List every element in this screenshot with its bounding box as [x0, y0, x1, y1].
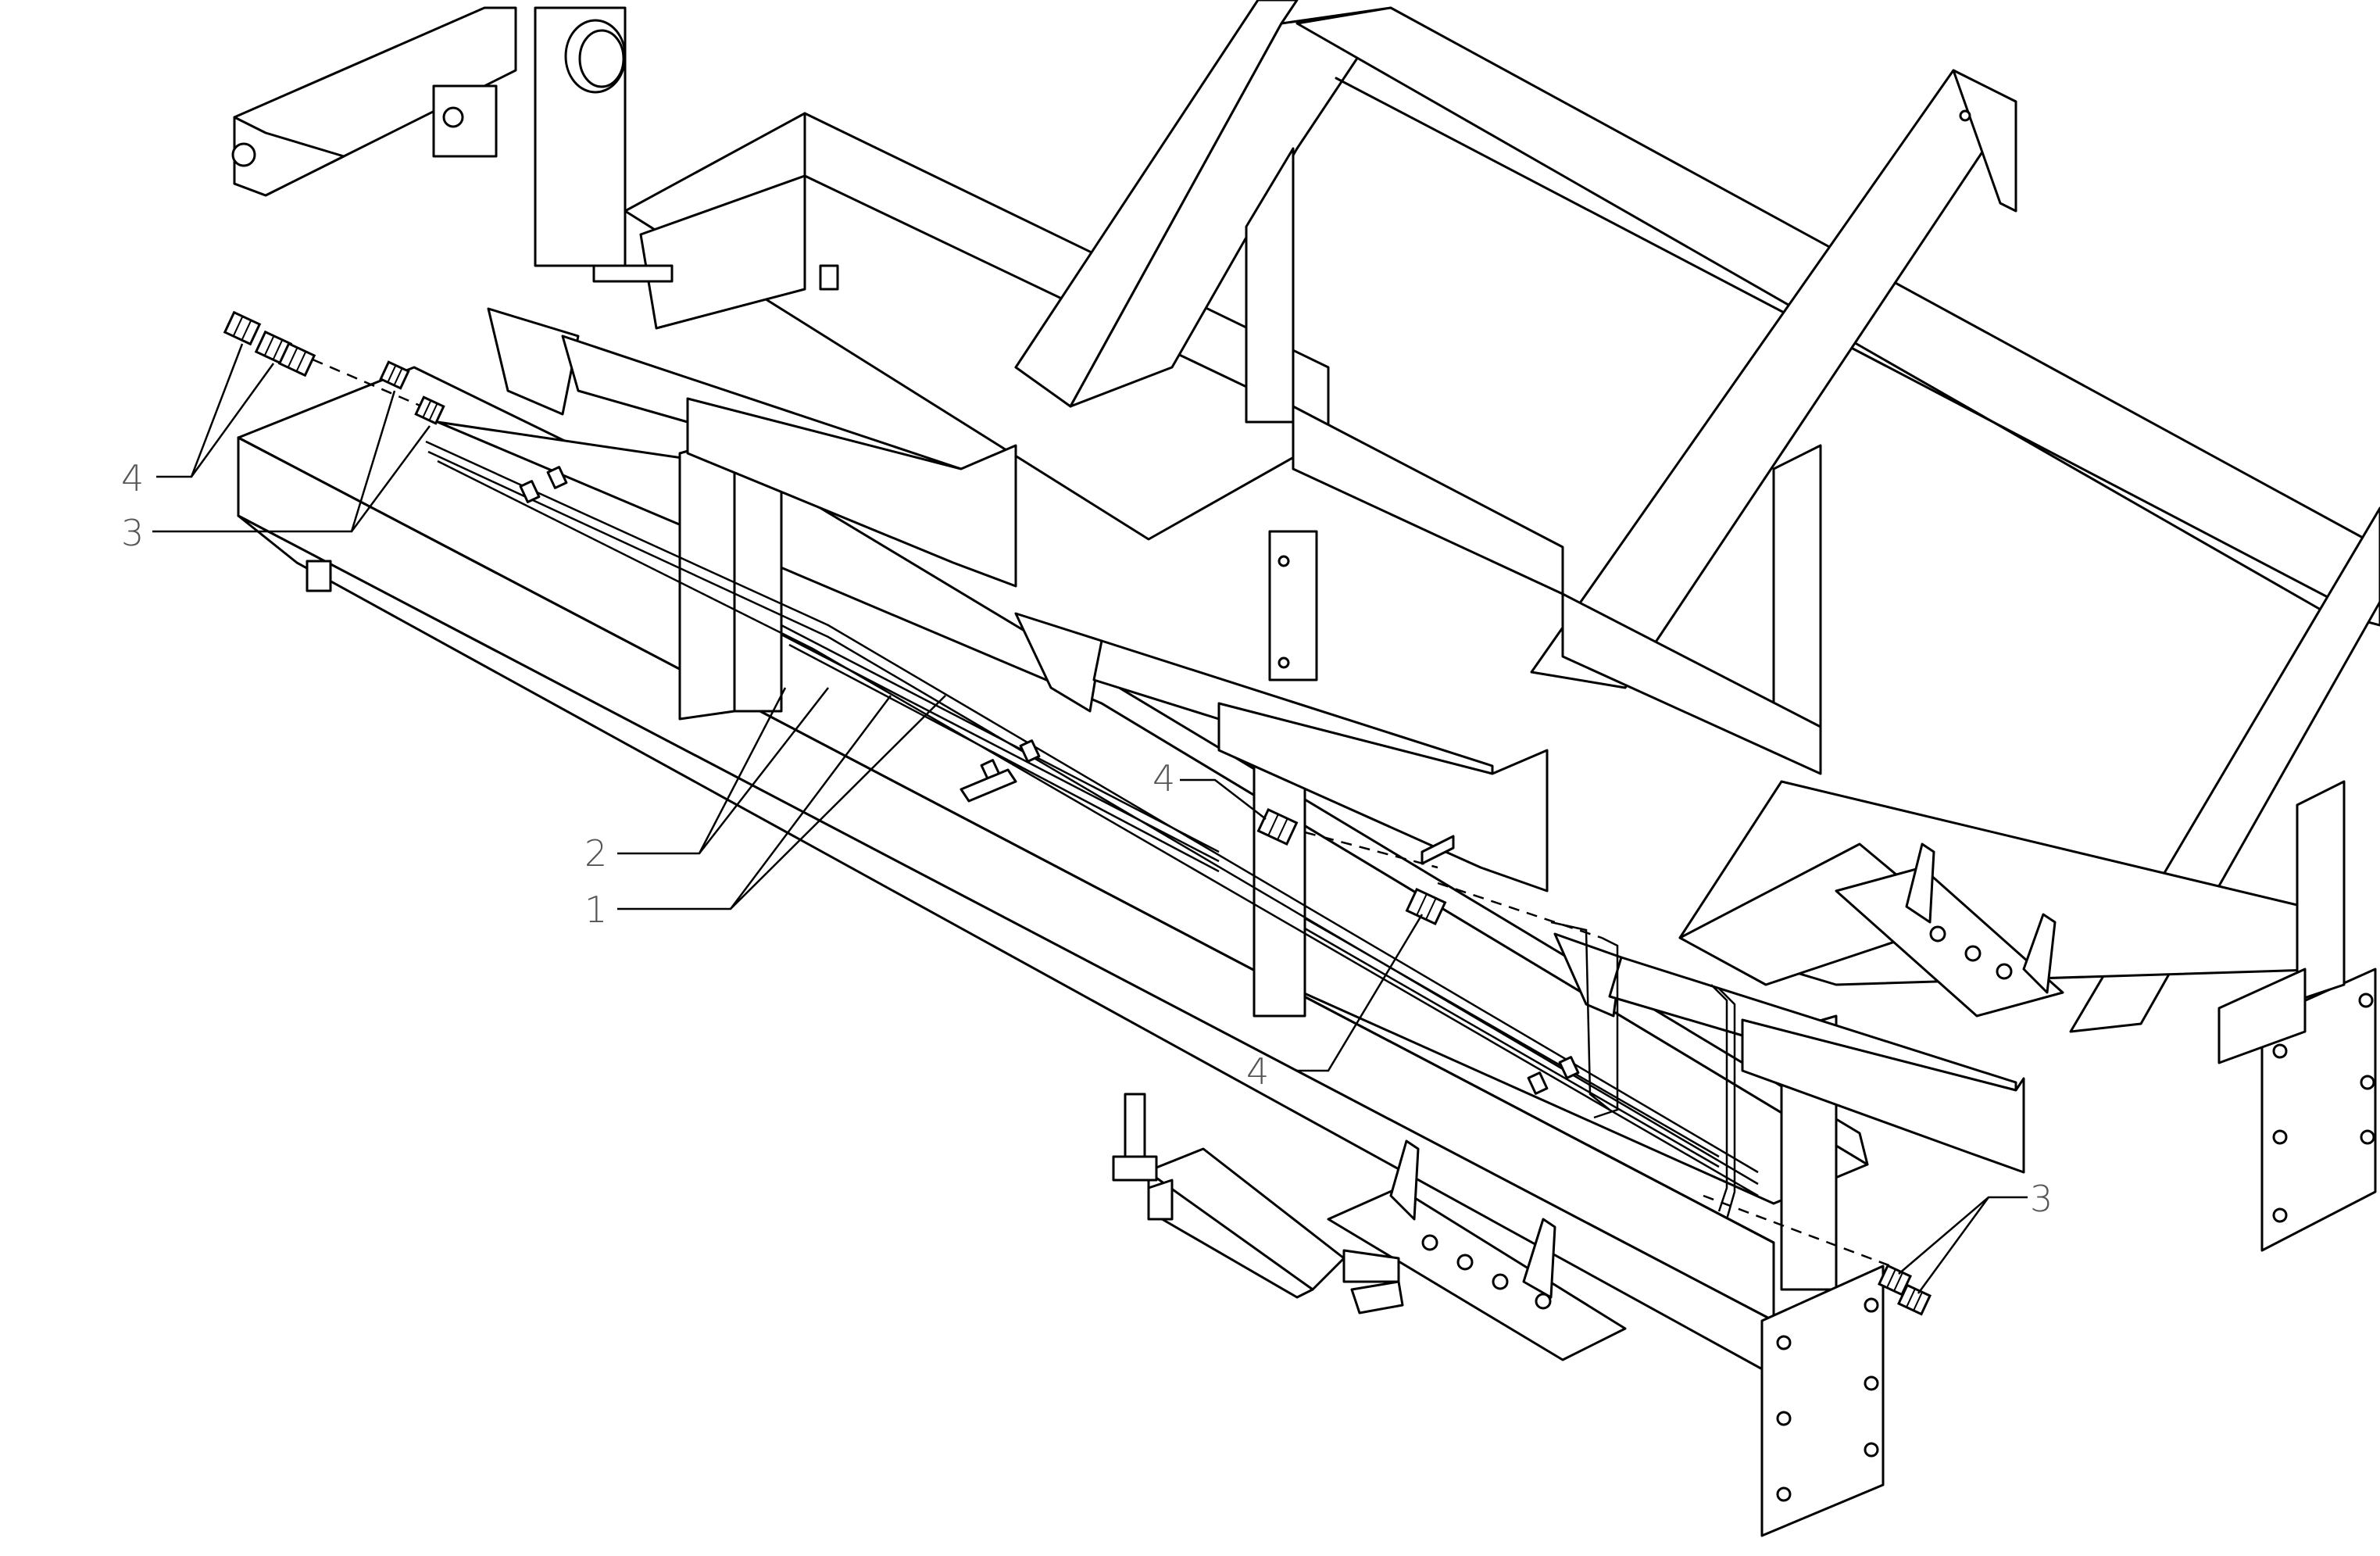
callout-4-lower: 4 [1246, 1050, 1269, 1093]
leader-c3b [699, 687, 829, 854]
callout-4-middle: 4 [1152, 757, 1175, 799]
angled-support-brackets [487, 307, 2025, 1174]
callout-2: 2 [584, 832, 607, 875]
fittings [223, 310, 1932, 1316]
leader-c6 [1297, 914, 1424, 1072]
upper-frame [231, 0, 2380, 1033]
callout-3-left: 3 [121, 512, 144, 554]
leader-c7b [1917, 1197, 1990, 1294]
right-deck [1678, 780, 2377, 1252]
fitting-nut [1897, 1283, 1932, 1316]
leader-c1b [190, 363, 275, 478]
hydraulic-tubes [312, 358, 1892, 1268]
leader-c4b [730, 695, 946, 910]
callout-labels: 4 3 2 1 4 4 3 [121, 457, 2053, 1220]
leader-c2b [350, 425, 431, 532]
leader-c1 [156, 343, 244, 478]
callout-3-right: 3 [2030, 1178, 2053, 1220]
main-beam [237, 366, 1885, 1537]
fitting-nut [223, 310, 262, 346]
leader-c7 [1898, 1196, 2028, 1275]
fitting-nut [277, 342, 316, 377]
hitch-bracket [1112, 1093, 1627, 1361]
callout-1: 1 [584, 889, 607, 931]
leader-c5 [1180, 778, 1267, 820]
callout-4-top-left: 4 [121, 457, 144, 499]
fitting-nut [379, 360, 410, 390]
fitting-nut [414, 395, 445, 425]
fitting-nut [1256, 807, 1299, 846]
leader-lines [152, 343, 2028, 1294]
